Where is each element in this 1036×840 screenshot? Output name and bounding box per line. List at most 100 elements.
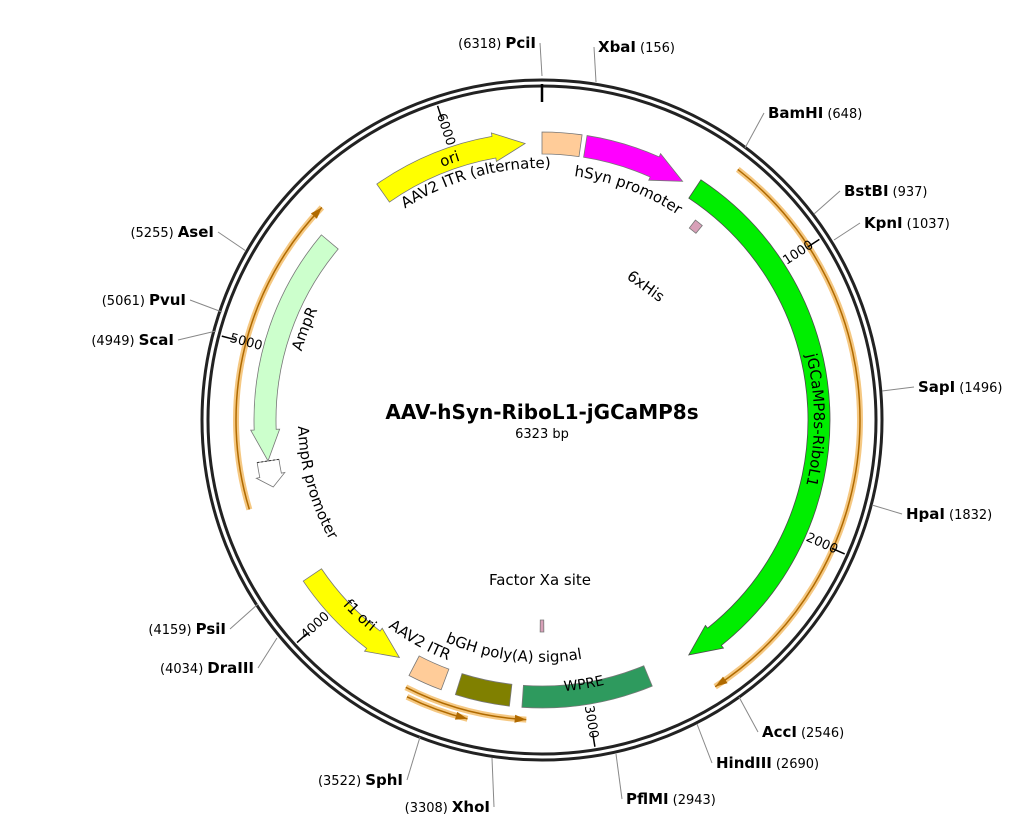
site-psii[interactable]: (4159) PsiI <box>148 603 259 638</box>
site-label: (4159) PsiI <box>148 620 226 638</box>
site-leader-line <box>539 42 543 77</box>
site-acci[interactable]: AccI (2546) <box>738 696 844 741</box>
feature-his[interactable] <box>688 219 703 234</box>
site-label: HindIII (2690) <box>716 754 819 772</box>
orf-arrowhead <box>715 676 728 687</box>
site-draiii[interactable]: (4034) DraIII <box>160 637 278 677</box>
site-position: (937) <box>893 185 928 200</box>
tick-mark <box>296 632 308 644</box>
site-label: HpaI (1832) <box>906 505 992 523</box>
site-name: PflMI <box>626 790 669 808</box>
site-label: BstBI (937) <box>844 182 928 200</box>
site-position: (156) <box>640 41 675 56</box>
site-name: PvuI <box>149 291 186 309</box>
site-position: (4034) <box>160 662 203 677</box>
feature-f1ori[interactable] <box>302 568 401 658</box>
site-name: BamHI <box>768 104 823 122</box>
site-name: KpnI <box>864 214 903 232</box>
site-label: XbaI (156) <box>598 38 675 56</box>
site-label: (6318) PciI <box>458 34 536 52</box>
site-asei[interactable]: (5255) AseI <box>130 223 247 252</box>
site-leader-line <box>177 330 217 341</box>
tick-mark <box>591 732 596 747</box>
site-leader-line <box>229 603 259 630</box>
feature-itr1[interactable] <box>541 131 583 158</box>
site-leader-line <box>257 637 278 669</box>
site-leader-line <box>189 299 223 313</box>
site-name: BstBI <box>844 182 889 200</box>
site-name: SapI <box>918 378 955 396</box>
feature-hsyn[interactable] <box>583 135 684 182</box>
site-name: PsiI <box>196 620 226 638</box>
site-leader-line <box>871 504 903 515</box>
orf-arcs <box>233 167 863 723</box>
label-wpre: WPRE <box>563 673 606 695</box>
orf-arc <box>405 686 527 721</box>
site-position: (3522) <box>318 774 361 789</box>
site-name: PciI <box>505 34 536 52</box>
tick-label: 6000 <box>433 112 458 148</box>
site-xhoi[interactable]: (3308) XhoI <box>405 757 495 816</box>
orf-arc <box>714 168 861 688</box>
tick-mark <box>221 335 236 341</box>
site-kpni[interactable]: KpnI (1037) <box>833 214 950 241</box>
site-label: SapI (1496) <box>918 378 1002 396</box>
site-leader-line <box>833 222 861 241</box>
site-xbai[interactable]: XbaI (156) <box>593 38 675 83</box>
site-label: (3308) XhoI <box>405 798 490 816</box>
feature-wpre[interactable] <box>521 665 653 709</box>
site-bamhi[interactable]: BamHI (648) <box>744 104 862 149</box>
site-name: AseI <box>178 223 214 241</box>
feature-bgh[interactable] <box>454 673 513 707</box>
feature-amprp[interactable] <box>255 458 286 488</box>
feature-fxa[interactable] <box>539 619 545 633</box>
site-hpai[interactable]: HpaI (1832) <box>871 504 992 523</box>
tick-label: 4000 <box>298 609 333 642</box>
site-label: BamHI (648) <box>768 104 862 122</box>
site-label: AccI (2546) <box>762 723 844 741</box>
tick-label: 3000 <box>581 705 601 740</box>
site-position: (6318) <box>458 37 501 52</box>
site-position: (648) <box>827 107 862 122</box>
orf-arrowhead <box>310 207 322 219</box>
site-pcii[interactable]: (6318) PciI <box>458 34 543 77</box>
site-leader-line <box>406 736 421 781</box>
site-leader-line <box>491 757 495 808</box>
backbone-outer <box>200 78 884 762</box>
orf-arrowhead <box>514 714 527 723</box>
site-scai[interactable]: (4949) ScaI <box>91 330 217 349</box>
site-sphi[interactable]: (3522) SphI <box>318 736 421 789</box>
plasmid-name: AAV-hSyn-RiboL1-jGCaMP8s <box>385 400 698 424</box>
site-name: ScaI <box>139 331 174 349</box>
site-name: SphI <box>365 771 403 789</box>
site-leader-line <box>881 386 915 392</box>
site-name: XhoI <box>452 798 490 816</box>
restriction-sites: (6318) PciI XbaI (156) BamHI (648) BstBI (9… <box>91 34 1002 816</box>
feature-gcamp[interactable] <box>688 179 831 656</box>
feature-ampr[interactable] <box>250 234 339 462</box>
tick-label: 1000 <box>780 238 816 269</box>
tick-mark <box>807 238 820 248</box>
site-hindiii[interactable]: HindIII (2690) <box>696 723 819 772</box>
site-label: KpnI (1037) <box>864 214 950 232</box>
feature-ori[interactable] <box>376 132 527 203</box>
site-position: (3308) <box>405 801 448 816</box>
site-position: (5061) <box>102 294 145 309</box>
site-leader-line <box>813 190 841 215</box>
site-bstbi[interactable]: BstBI (937) <box>813 182 928 215</box>
label-6xhis: 6xHis <box>624 267 668 306</box>
site-name: AccI <box>762 723 797 741</box>
site-label: (5255) AseI <box>130 223 214 241</box>
site-name: HpaI <box>906 505 945 523</box>
plasmid-size: 6323 bp <box>515 427 569 442</box>
site-position: (2943) <box>673 793 716 808</box>
feature-itr2[interactable] <box>408 655 450 691</box>
label-ampr-promoter: AmpR promoter <box>294 426 342 543</box>
site-pflmi[interactable]: PflMI (2943) <box>615 753 716 808</box>
site-pvui[interactable]: (5061) PvuI <box>102 291 223 313</box>
site-leader-line <box>615 753 623 800</box>
site-sapi[interactable]: SapI (1496) <box>881 378 1002 396</box>
site-position: (2690) <box>776 757 819 772</box>
site-label: (4034) DraIII <box>160 659 254 677</box>
